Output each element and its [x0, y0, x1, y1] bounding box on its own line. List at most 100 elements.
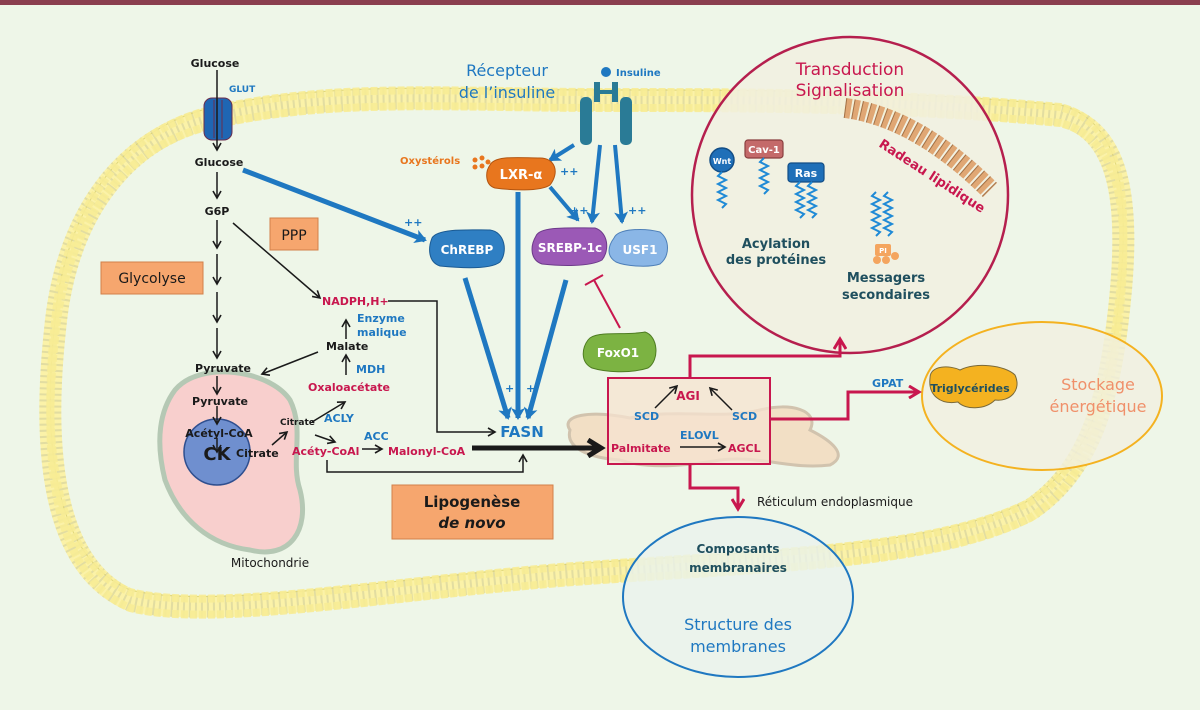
scd-left-label: SCD — [634, 410, 659, 423]
top-border-bar — [0, 0, 1200, 5]
palmitate-label: Palmitate — [611, 442, 671, 455]
transduction-title-line1: Transduction — [795, 60, 904, 80]
phosphate-icon — [882, 256, 890, 264]
malate-label: Malate — [326, 340, 368, 353]
citrate-mito-label: Citrate — [236, 447, 279, 460]
agcl-label: AGCL — [728, 442, 761, 455]
foxo1-label: FoxO1 — [597, 346, 639, 360]
ppp-label: PPP — [281, 228, 306, 244]
foxo1-protein[interactable]: FoxO1 — [582, 331, 657, 373]
structure-label-line1: Structure des — [684, 615, 792, 634]
agi-label: AGI — [676, 389, 700, 403]
lxr-label: LXR-α — [500, 168, 543, 183]
transduction-title-line2: Signalisation — [796, 81, 905, 101]
malonyl-coa-label: Malonyl-CoA — [388, 445, 466, 458]
glycolyse-label: Glycolyse — [118, 271, 185, 287]
er-labels: AGI SCD SCD ELOVL Palmitate AGCL Réticul… — [611, 377, 913, 509]
acyl-chain-icon — [793, 181, 807, 219]
scd-right-label: SCD — [732, 410, 757, 423]
plus-plus-usf1: ++ — [628, 204, 646, 217]
gpat-label: GPAT — [872, 377, 904, 390]
plus-plus-chrebp: ++ — [404, 216, 422, 229]
wnt-label: Wnt — [713, 157, 732, 166]
mitochondrie-label: Mitochondrie — [231, 556, 309, 570]
enzyme-malique-label-line1: Enzyme — [357, 312, 405, 325]
mdh-label: MDH — [356, 363, 385, 376]
enzyme-malique-label-line2: malique — [357, 326, 407, 339]
recepteur-label-line1: Récepteur — [466, 61, 548, 80]
ppp-box — [269, 217, 319, 251]
cell-membrane — [39, 86, 1135, 619]
triglycerides-label: Triglycérides — [930, 382, 1010, 395]
recepteur-label-line2: de l’insuline — [459, 83, 556, 102]
srebp-label: SREBP-1c — [538, 241, 602, 255]
insulin-molecule-icon — [601, 67, 611, 77]
srebp-1c-protein[interactable]: SREBP-1c — [531, 227, 608, 266]
acly-label: ACLY — [324, 412, 355, 425]
lipogenese-box — [391, 484, 554, 540]
plus-plus-srebp: ++ — [570, 204, 588, 217]
lipogenese-label-line1: Lipogenèse — [424, 493, 521, 511]
insuline-label: Insuline — [616, 68, 661, 79]
acylation-label-line2: des protéines — [726, 253, 827, 268]
plus-fasn-right: + — [526, 382, 535, 395]
insulin-receptor — [580, 67, 632, 145]
acyl-chain-icon — [757, 157, 771, 195]
plus-plus-lxr: ++ — [560, 165, 578, 178]
lxr-alpha-protein[interactable]: LXR-α — [486, 157, 556, 191]
acyl-chain-icon — [805, 181, 819, 219]
pi-label: PI — [879, 247, 887, 255]
messagers-label-line1: Messagers — [847, 271, 926, 286]
acetyl-coa-cytosol-label: Acéty-CoAl — [292, 445, 359, 458]
reticulum-label: Réticulum endoplasmique — [757, 495, 913, 509]
ras-label: Ras — [795, 167, 818, 180]
fasn-label: FASN — [500, 423, 544, 441]
acyl-chain-icon — [715, 171, 729, 209]
ck-label: CK — [203, 444, 231, 465]
regulation-labels: Récepteur de l’insuline Insuline Oxystér… — [400, 61, 661, 395]
plus-fasn-left: + — [505, 382, 514, 395]
er-output-arrows — [688, 340, 918, 508]
stockage-ellipse: Triglycérides Stockage énergétique — [921, 321, 1163, 471]
cav1-label: Cav-1 — [748, 145, 780, 156]
glycolyse-box — [100, 261, 204, 295]
pi-headgroup-icon — [875, 244, 891, 256]
oxysterols-label: Oxystérols — [400, 155, 460, 167]
elovl-label: ELOVL — [680, 429, 719, 442]
acyl-chain-icon — [869, 191, 883, 237]
foxo1-inhibition — [584, 274, 621, 329]
composants-label-line1: Composants — [696, 542, 779, 556]
glut-label: GLUT — [229, 85, 256, 95]
oxaloacetate-label: Oxaloacétate — [308, 381, 390, 394]
nadph-label: NADPH,H+ — [322, 295, 389, 308]
acylation-label-line1: Acylation — [742, 237, 810, 252]
usf1-label: USF1 — [623, 243, 658, 257]
membranes-ellipse: Composants membranaires Structure des me… — [622, 516, 854, 678]
phosphate-icon — [873, 256, 881, 264]
phosphate-icon — [891, 252, 899, 260]
metabolic-labels: Glucose GLUT Glucose G6P Pyruvate Pyruva… — [185, 57, 543, 460]
usf1-protein[interactable]: USF1 — [608, 229, 668, 267]
triglycerides-blob — [929, 364, 1018, 409]
chrebp-protein[interactable]: ChREBP — [429, 229, 505, 269]
lipogenese-label-line2: de novo — [438, 514, 505, 532]
acc-label: ACC — [364, 430, 389, 443]
ras-protein-icon — [787, 162, 825, 183]
g6p-label: G6P — [205, 205, 230, 218]
transduction-circle: Transduction Signalisation Radeau lipidi… — [690, 35, 1010, 355]
glut-transporter — [203, 97, 233, 141]
endoplasmic-reticulum — [566, 377, 840, 468]
acyl-chain-icon — [881, 191, 895, 237]
stockage-title-line2: énergétique — [1050, 397, 1147, 416]
regulation-arrows — [242, 143, 629, 420]
messagers-label-line2: secondaires — [842, 288, 930, 303]
metabolic-arrows — [212, 70, 733, 473]
acetyl-coa-mito-label: Acétyl-CoA — [185, 427, 253, 440]
pyruvate-mito-label: Pyruvate — [192, 395, 248, 408]
chrebp-label: ChREBP — [441, 243, 494, 257]
glucose-external-label: Glucose — [191, 57, 240, 70]
citrate-cytosol-label: Citrate — [280, 418, 315, 428]
composants-label-line2: membranaires — [689, 561, 787, 575]
stockage-title-line1: Stockage — [1061, 375, 1135, 394]
